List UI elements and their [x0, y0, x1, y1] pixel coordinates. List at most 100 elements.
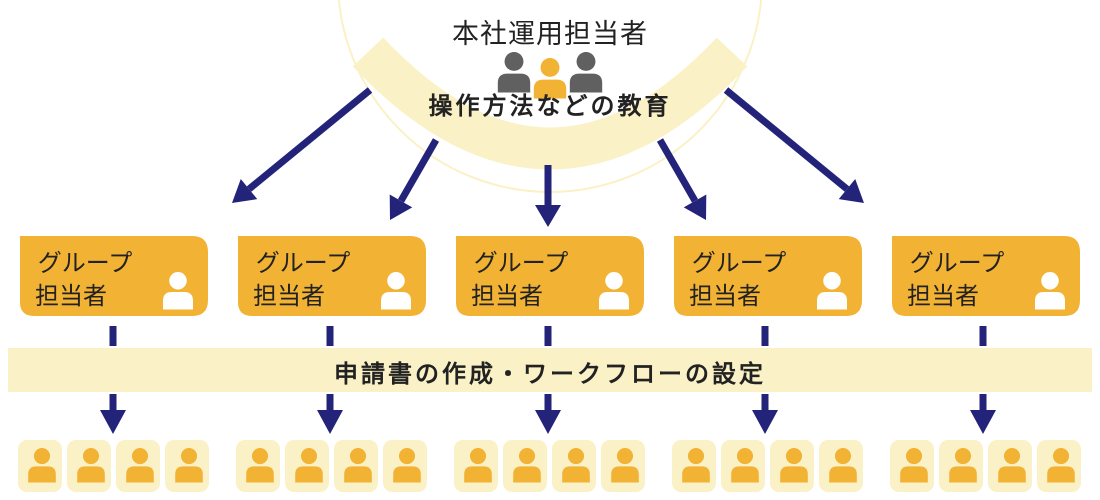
person-head [398, 448, 416, 465]
member-group-3-person-3 [552, 440, 596, 492]
person-icon [731, 448, 759, 483]
arrow-shaft [723, 87, 850, 192]
member-group-5-person-3 [988, 440, 1032, 492]
arrow-down-2 [317, 326, 343, 434]
member-group-5-person-2 [939, 440, 983, 492]
member-tile [236, 440, 280, 492]
group-card-5-title: グループ [909, 249, 1005, 277]
person-body [599, 292, 629, 310]
person-head [540, 57, 560, 77]
person-body [900, 466, 928, 483]
group-card-2-subtitle: 担当者 [253, 282, 325, 310]
person-icon [28, 448, 56, 483]
person-icon [998, 448, 1026, 483]
member-group-5-person-4 [1037, 440, 1081, 492]
member-group-2-person-2 [285, 440, 329, 492]
arrow-head [317, 410, 343, 434]
person-head [823, 272, 841, 290]
person-body [393, 466, 421, 483]
person-body [1047, 466, 1075, 483]
arrow-down-5 [970, 326, 996, 434]
person-icon [513, 448, 541, 483]
person-body [464, 466, 492, 483]
training-arc [352, 37, 748, 170]
workflow-band-label: 申請書の作成・ワークフローの設定 [334, 360, 766, 388]
person-head [82, 448, 100, 465]
arrow-shaft [656, 138, 699, 203]
arrow-head [535, 410, 561, 434]
arrow-to-group-4 [656, 138, 707, 220]
person-icon [780, 448, 808, 483]
person-icon [611, 448, 639, 483]
member-tile [454, 440, 498, 492]
member-group-4-person-4 [819, 440, 863, 492]
member-group-2-person-3 [334, 440, 378, 492]
person-head [905, 448, 923, 465]
person-icon [829, 448, 857, 483]
person-head [251, 448, 269, 465]
group-card-4-subtitle: 担当者 [689, 282, 761, 310]
arrow-to-group-3 [535, 165, 561, 227]
person-head [1052, 448, 1070, 465]
group-card-4 [674, 236, 862, 316]
arrow-head [535, 205, 561, 227]
person-body [533, 79, 567, 99]
person-body [126, 466, 154, 483]
person-icon [126, 448, 154, 483]
person-body [569, 73, 603, 93]
person-head [954, 448, 972, 465]
person-head [387, 272, 405, 290]
person-head [518, 448, 536, 465]
arrow-down-4 [752, 326, 778, 434]
arrow-shaft [397, 138, 440, 203]
person-head [616, 448, 634, 465]
person-head [687, 448, 705, 465]
person-head [1003, 448, 1021, 465]
person-head [1041, 272, 1059, 290]
person-body [731, 466, 759, 483]
person-body [77, 466, 105, 483]
person-icon [949, 448, 977, 483]
workflow-band [8, 348, 1092, 392]
person-icon [246, 448, 274, 483]
group-card-3-title: グループ [473, 249, 569, 277]
hq-person-right [569, 52, 603, 93]
member-tile [988, 440, 1032, 492]
member-tile [770, 440, 814, 492]
person-body [817, 292, 847, 310]
person-icon [393, 448, 421, 483]
person-icon [77, 448, 105, 483]
member-tile [503, 440, 547, 492]
group-card-1-title: グループ [37, 249, 133, 277]
member-tile [334, 440, 378, 492]
arrow-head [100, 410, 126, 434]
member-group-1-person-2 [67, 440, 111, 492]
hq-person-left [497, 52, 531, 93]
group-card-4-title: グループ [691, 249, 787, 277]
person-icon [163, 272, 193, 310]
arrow-head [683, 194, 707, 220]
group-card-3 [456, 236, 644, 316]
member-tile [939, 440, 983, 492]
person-body [295, 466, 323, 483]
member-tile [18, 440, 62, 492]
hq-person-center [533, 57, 567, 99]
training-label: 操作方法などの教育 [428, 92, 672, 120]
arrow-head [970, 410, 996, 434]
person-body [497, 73, 531, 93]
person-body [381, 292, 411, 310]
member-group-1-person-4 [165, 440, 209, 492]
group-card-2-title: グループ [255, 249, 351, 277]
member-group-4-person-3 [770, 440, 814, 492]
person-body [829, 466, 857, 483]
member-group-3-person-1 [454, 440, 498, 492]
member-group-4-person-1 [672, 440, 716, 492]
arrow-to-group-5 [723, 87, 864, 203]
person-body [1035, 292, 1065, 310]
person-head [834, 448, 852, 465]
person-head [300, 448, 318, 465]
arrow-to-group-2 [389, 138, 440, 220]
person-body [780, 466, 808, 483]
